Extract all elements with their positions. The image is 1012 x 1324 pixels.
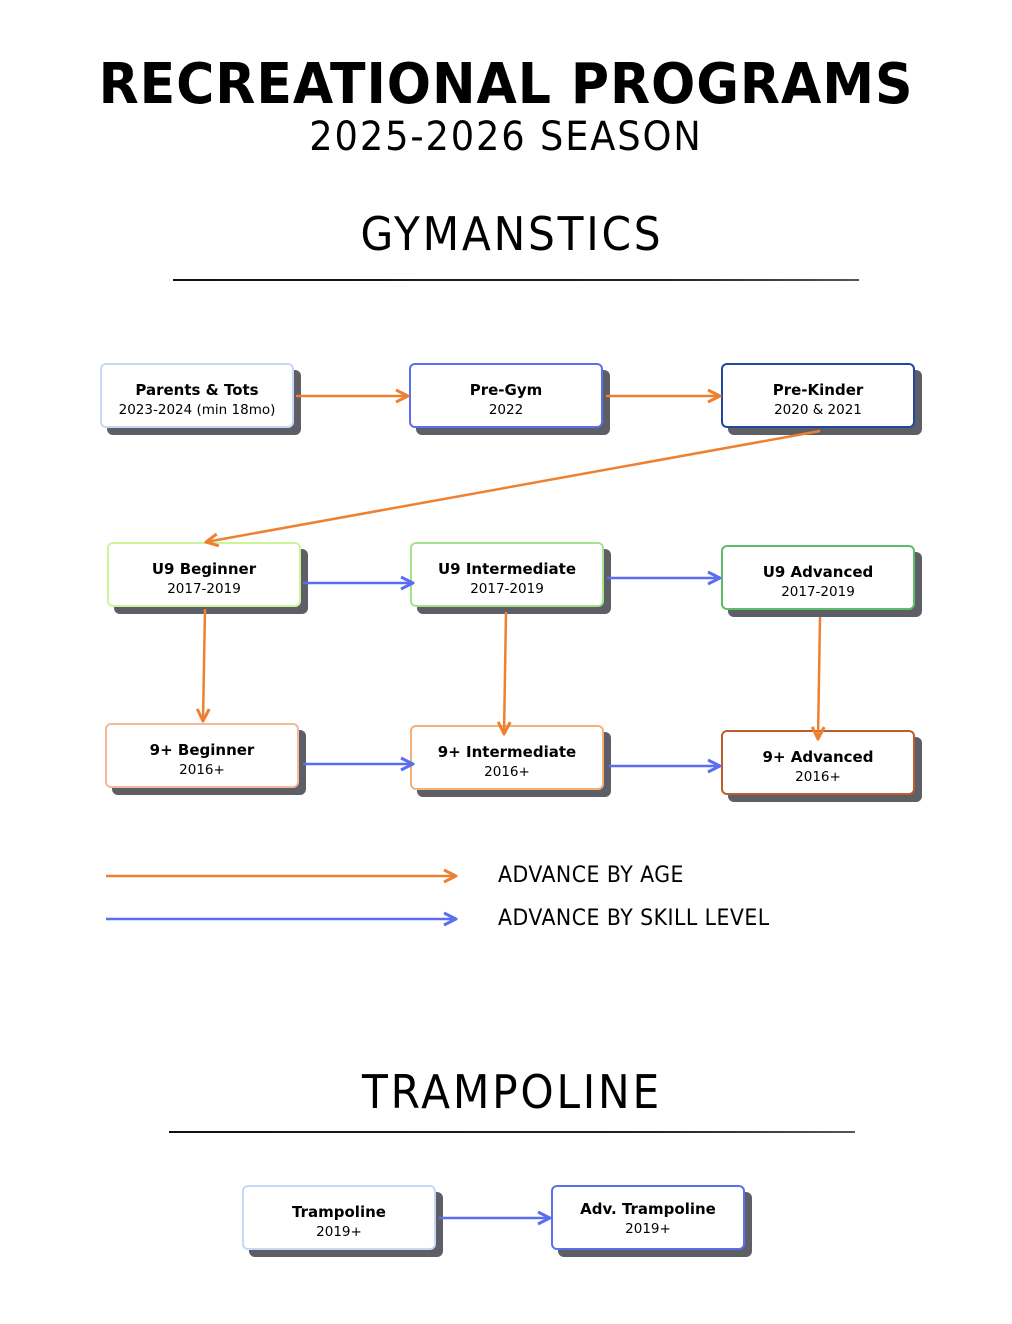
program-box-9plus-intermediate: 9+ Intermediate 2016+ (410, 725, 604, 790)
program-years: 2022 (488, 402, 524, 418)
program-years: 2017-2019 (167, 581, 241, 597)
program-years: 2017-2019 (470, 581, 544, 597)
program-years: 2019+ (316, 1224, 362, 1240)
program-years: 2016+ (179, 762, 225, 778)
program-box-adv-trampoline: Adv. Trampoline 2019+ (551, 1185, 745, 1250)
program-years: 2019+ (625, 1221, 671, 1237)
trampoline-heading: TRAMPOLINE (362, 1065, 662, 1119)
program-name: 9+ Beginner (149, 741, 255, 759)
gymnastics-divider (173, 279, 859, 281)
program-name: U9 Advanced (762, 563, 874, 581)
program-name: U9 Beginner (151, 560, 257, 578)
program-box-u9-advanced: U9 Advanced 2017-2019 (721, 545, 915, 610)
season-subtitle: 2025-2026 SEASON (309, 114, 703, 160)
program-name: Parents & Tots (135, 381, 259, 399)
program-years: 2023-2024 (min 18mo) (118, 402, 276, 418)
page-title: RECREATIONAL PROGRAMS (98, 52, 914, 117)
program-years: 2020 & 2021 (774, 402, 862, 418)
program-box-u9-intermediate: U9 Intermediate 2017-2019 (410, 542, 604, 607)
program-box-9plus-beginner: 9+ Beginner 2016+ (105, 723, 299, 788)
program-name: Trampoline (292, 1203, 386, 1221)
legend-age-label: ADVANCE BY AGE (498, 863, 684, 888)
program-years: 2016+ (484, 764, 530, 780)
program-box-9plus-advanced: 9+ Advanced 2016+ (721, 730, 915, 795)
program-name: Pre-Gym (469, 381, 543, 399)
program-box-parents-tots: Parents & Tots 2023-2024 (min 18mo) (100, 363, 294, 428)
program-box-pre-gym: Pre-Gym 2022 (409, 363, 603, 428)
gymnastics-heading: GYMANSTICS (360, 207, 664, 261)
age-arrow-u9-advanced-to-9plus-advanced (818, 616, 820, 739)
age-arrow-u9-beginner-to-9plus-beginner (203, 608, 205, 721)
program-box-pre-kinder: Pre-Kinder 2020 & 2021 (721, 363, 915, 428)
program-name: 9+ Advanced (762, 748, 874, 766)
trampoline-divider (169, 1131, 855, 1133)
program-name: 9+ Intermediate (437, 743, 577, 761)
legend-skill-label: ADVANCE BY SKILL LEVEL (498, 906, 770, 931)
program-box-u9-beginner: U9 Beginner 2017-2019 (107, 542, 301, 607)
program-name: Pre-Kinder (772, 381, 864, 399)
program-box-trampoline: Trampoline 2019+ (242, 1185, 436, 1250)
program-years: 2017-2019 (781, 584, 855, 600)
program-years: 2016+ (795, 769, 841, 785)
program-name: Adv. Trampoline (580, 1200, 716, 1218)
age-arrow-u9-intermediate-to-9plus-intermediate (504, 611, 506, 734)
age-arrow-pre-kinder-to-u9-beginner (206, 429, 821, 542)
program-name: U9 Intermediate (438, 560, 576, 578)
